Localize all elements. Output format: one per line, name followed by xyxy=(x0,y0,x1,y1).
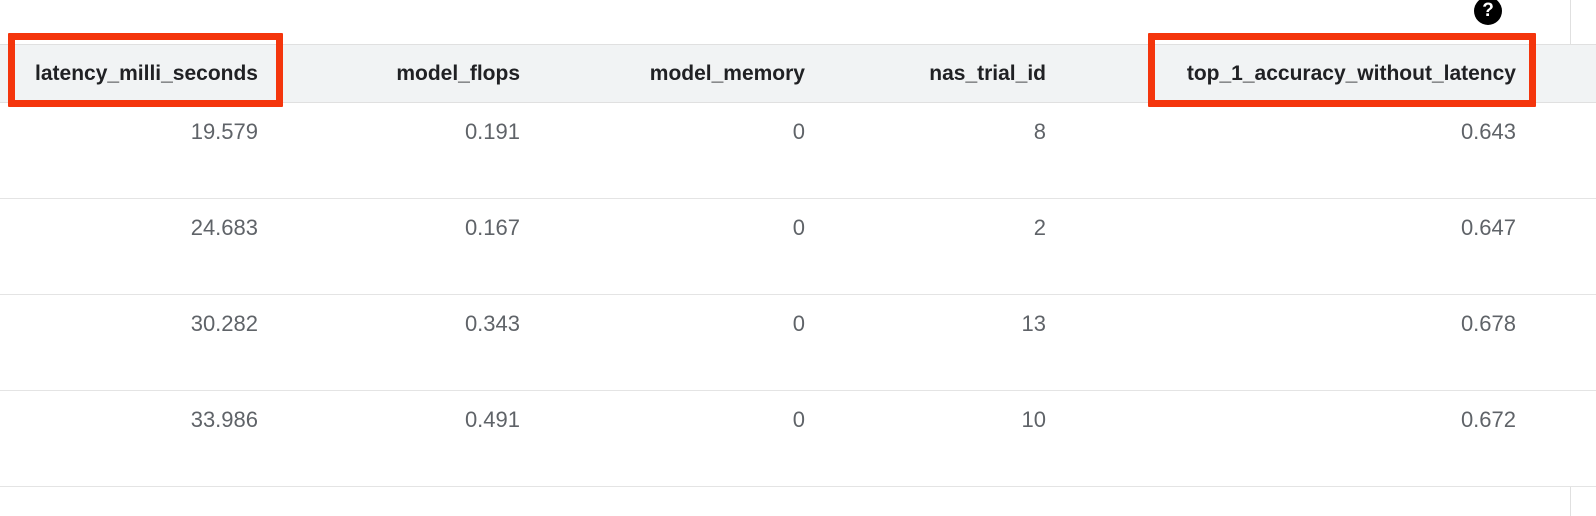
cell-nas-trial-id: 8 xyxy=(1033,119,1046,144)
cell-model-memory: 0 xyxy=(792,119,805,144)
cell-top-1-accuracy-without-latency: 0.678 xyxy=(1460,311,1516,336)
table-header-cell-partial xyxy=(1571,45,1596,102)
table-body: 19.579 0.191 0 8 0.643 24.683 0.167 0 2 0.647 30.2… xyxy=(0,103,1596,487)
column-header-latency-milli-seconds[interactable]: latency_milli_seconds xyxy=(35,62,258,85)
cell-model-memory: 0 xyxy=(792,407,805,432)
cell-model-flops: 0.343 xyxy=(464,311,520,336)
column-header-model-flops[interactable]: model_flops xyxy=(396,62,520,85)
cell-model-memory: 0 xyxy=(792,311,805,336)
cell-nas-trial-id: 2 xyxy=(1033,215,1046,240)
cell-model-memory: 0 xyxy=(792,215,805,240)
cell-model-flops: 0.167 xyxy=(464,215,520,240)
cell-latency-milli-seconds: 30.282 xyxy=(190,311,258,336)
cell-model-flops: 0.491 xyxy=(464,407,520,432)
help-circle-icon[interactable]: ? xyxy=(1474,0,1502,25)
table-row[interactable]: 24.683 0.167 0 2 0.647 xyxy=(0,199,1596,295)
table-header-row: latency_milli_seconds model_flops model_me… xyxy=(0,44,1596,103)
cell-nas-trial-id: 10 xyxy=(1021,407,1046,432)
cell-latency-milli-seconds: 33.986 xyxy=(190,407,258,432)
table-inner: latency_milli_seconds model_flops model_me… xyxy=(0,44,1596,487)
table-row[interactable]: 33.986 0.491 0 10 0.672 xyxy=(0,391,1596,487)
cell-model-flops: 0.191 xyxy=(464,119,520,144)
cell-top-1-accuracy-without-latency: 0.647 xyxy=(1460,215,1516,240)
column-header-model-memory[interactable]: model_memory xyxy=(649,62,805,85)
cell-top-1-accuracy-without-latency: 0.643 xyxy=(1460,119,1516,144)
cell-latency-milli-seconds: 19.579 xyxy=(190,119,258,144)
cell-latency-milli-seconds: 24.683 xyxy=(190,215,258,240)
cell-nas-trial-id: 13 xyxy=(1021,311,1046,336)
cell-top-1-accuracy-without-latency: 0.672 xyxy=(1460,407,1516,432)
table-row[interactable]: 30.282 0.343 0 13 0.678 xyxy=(0,295,1596,391)
table-row[interactable]: 19.579 0.191 0 8 0.643 xyxy=(0,103,1596,199)
column-header-top-1-accuracy-without-latency[interactable]: top_1_accuracy_without_latency xyxy=(1186,62,1516,85)
column-header-nas-trial-id[interactable]: nas_trial_id xyxy=(929,62,1046,85)
